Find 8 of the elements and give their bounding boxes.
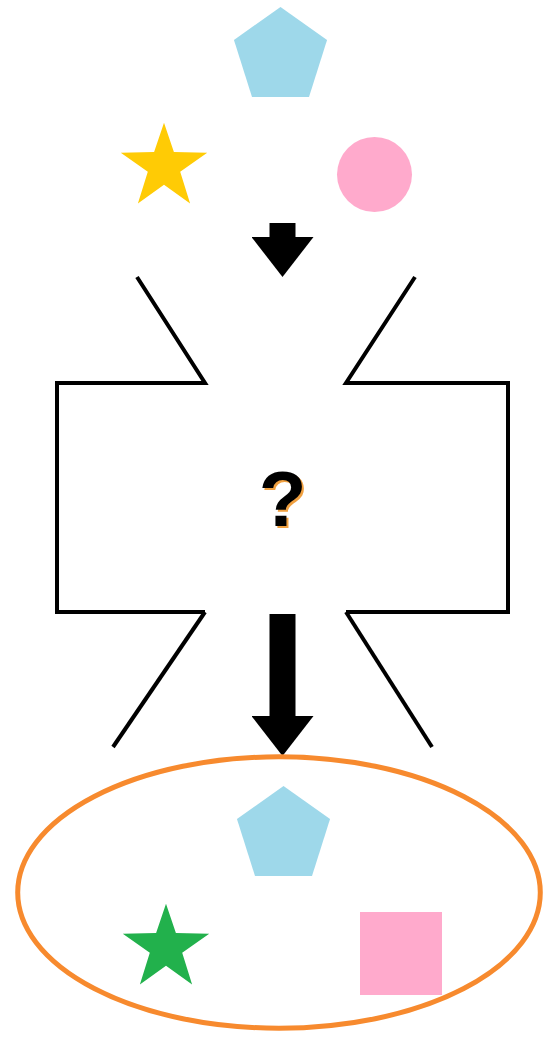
arrow bbox=[251, 614, 314, 756]
pentagon-shape bbox=[236, 785, 331, 877]
square-shape bbox=[360, 912, 442, 995]
arrow bbox=[251, 223, 314, 277]
question-mark: ? bbox=[258, 459, 307, 538]
output-ellipse bbox=[14, 754, 544, 1031]
pentagon-shape bbox=[233, 6, 328, 98]
circle-shape bbox=[337, 137, 412, 212]
